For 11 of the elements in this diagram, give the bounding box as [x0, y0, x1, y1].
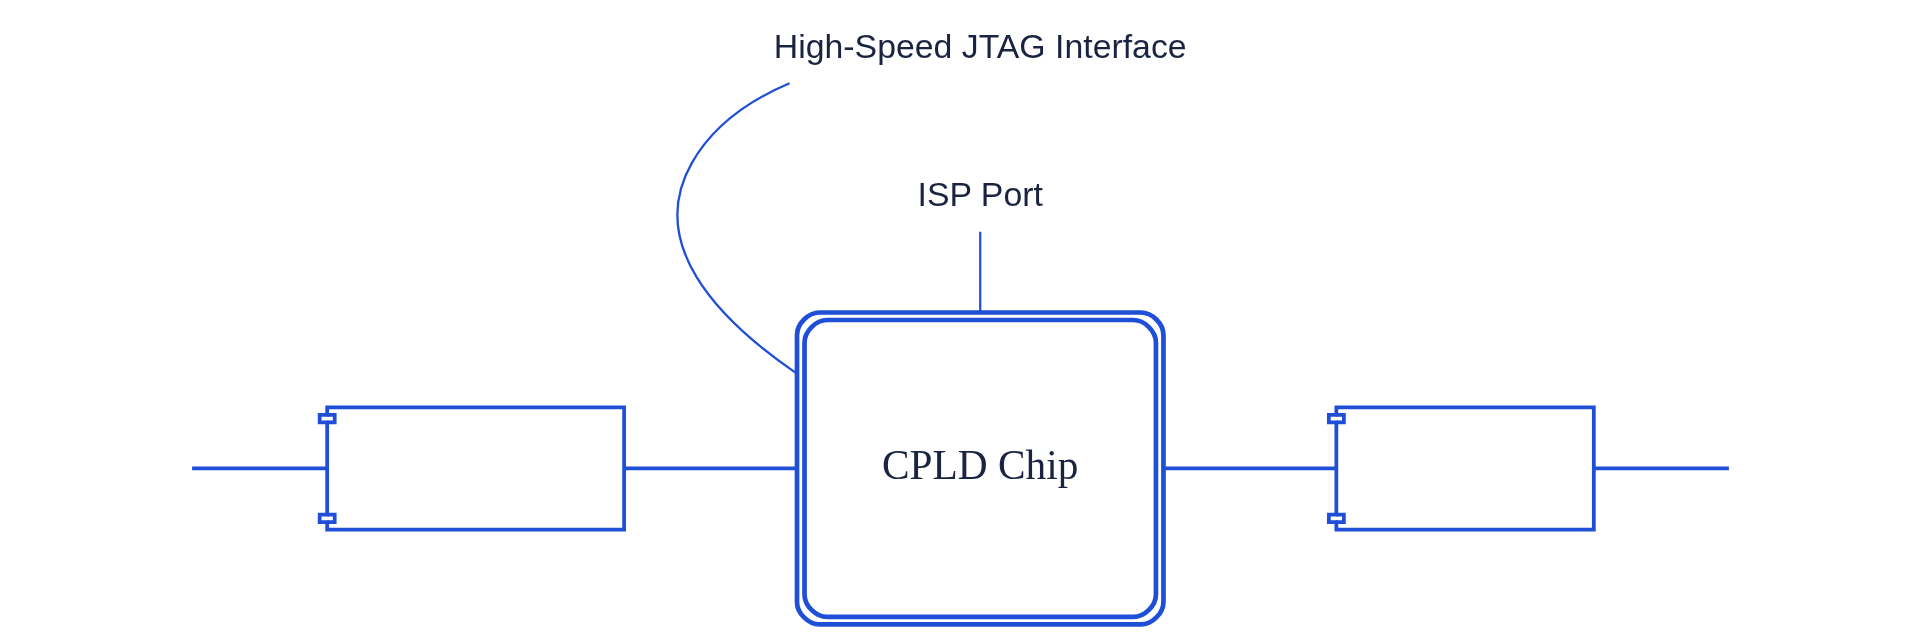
node-box: CPLD Chip [794, 310, 1166, 627]
connector [676, 82, 797, 375]
connector [623, 466, 797, 471]
connector [1593, 466, 1729, 471]
connector [191, 466, 326, 471]
node-text: ISP Port [917, 175, 1043, 214]
connector [1163, 466, 1336, 471]
node-picture [1326, 405, 1596, 532]
node-text: High-Speed JTAG Interface [773, 26, 1187, 65]
node-picture [317, 405, 626, 532]
connector [978, 231, 981, 312]
